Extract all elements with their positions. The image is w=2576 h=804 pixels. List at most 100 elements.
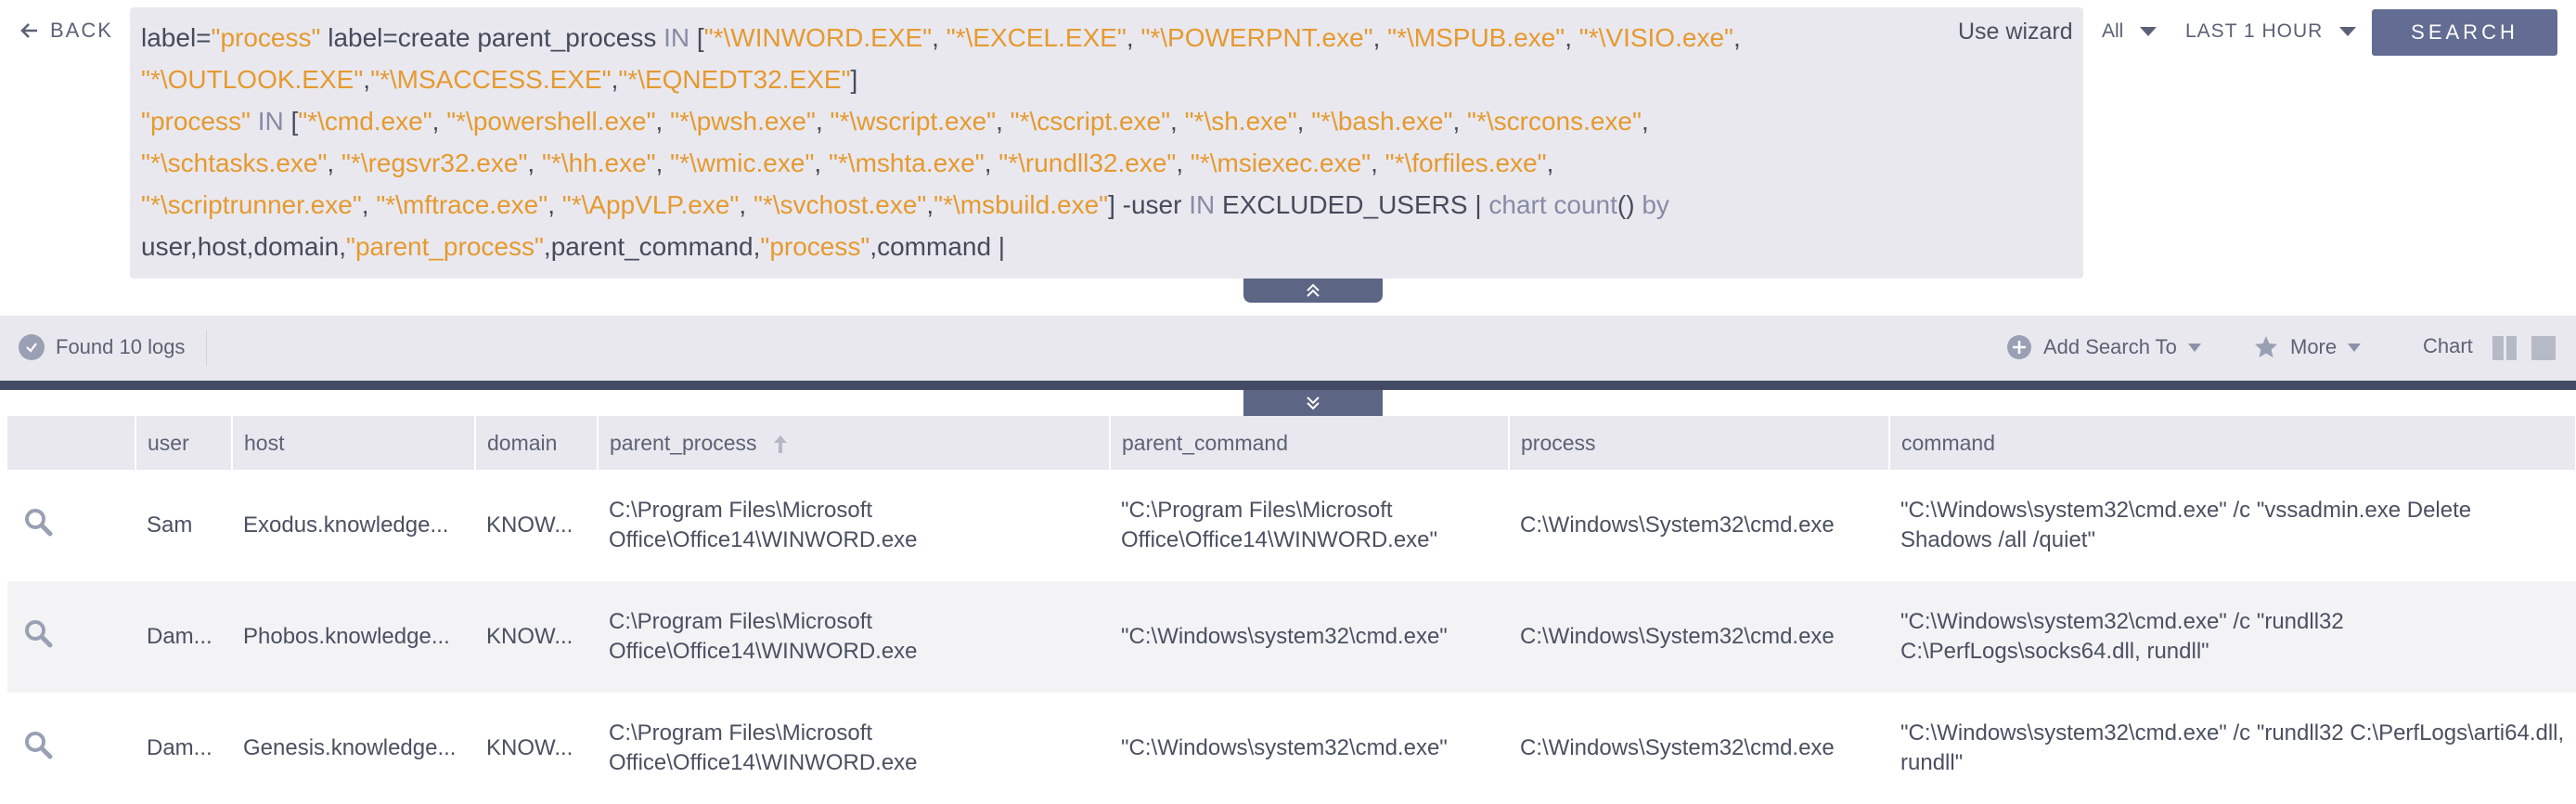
column-header-domain[interactable]: domain — [475, 416, 599, 470]
query-string-token: "*\MSACCESS.EXE" — [370, 65, 612, 94]
expand-results-button[interactable] — [1243, 390, 1383, 416]
query-plain-token: , — [431, 107, 447, 136]
column-header-command[interactable]: command — [1889, 416, 2576, 470]
more-dropdown[interactable]: More — [2253, 334, 2362, 360]
add-search-to-dropdown[interactable]: Add Search To — [2006, 334, 2201, 360]
cell-process: C:\Windows\System32\cmd.exe — [1520, 735, 1835, 760]
sort-ascending-icon[interactable] — [772, 434, 789, 454]
column-header-actions — [7, 416, 136, 470]
query-plain-token: , — [655, 149, 671, 177]
query-plain-token: ] — [850, 65, 858, 94]
double-chevron-down-icon — [1307, 396, 1320, 410]
cell-parent-command: "C:\Windows\system32\cmd.exe" — [1121, 735, 1448, 760]
search-button[interactable]: SEARCH — [2372, 9, 2557, 56]
check-circle-icon — [19, 334, 45, 360]
back-button[interactable]: BACK — [20, 19, 113, 43]
add-search-to-label: Add Search To — [2043, 335, 2177, 358]
query-plain-token: , — [1371, 149, 1385, 177]
row-action-cell — [7, 470, 135, 581]
query-plain-token: , — [815, 107, 831, 136]
query-plain-token: , — [1296, 107, 1312, 136]
search-icon[interactable] — [22, 506, 54, 538]
row-action-cell — [7, 693, 135, 804]
cell-process: C:\Windows\System32\cmd.exe — [1520, 624, 1835, 649]
cell-user: Sam — [147, 512, 193, 538]
search-icon[interactable] — [22, 729, 54, 760]
query-keyword-token: IN — [663, 23, 690, 52]
query-string-token: "*\bash.exe" — [1311, 107, 1453, 136]
caret-down-icon — [2339, 27, 2357, 36]
back-label: BACK — [50, 19, 113, 42]
query-plain-token: label= — [141, 23, 212, 52]
query-string-token: "*\msbuild.exe" — [934, 190, 1109, 219]
query-editor[interactable]: label="process" label=create parent_proc… — [130, 7, 2083, 279]
query-string-token: "*\scriptrunner.exe" — [141, 190, 362, 219]
query-string-token: "process" — [211, 23, 321, 52]
cell-parent-command: "C:\Windows\system32\cmd.exe" — [1121, 624, 1448, 649]
query-plain-token: , — [739, 190, 753, 219]
query-string-token: "*\pwsh.exe" — [670, 107, 816, 136]
caret-down-icon — [2140, 27, 2157, 36]
query-plain-token: label=create parent_process — [320, 23, 664, 52]
query-plain-token: , — [1126, 23, 1141, 52]
query-keyword-token: chart count — [1488, 190, 1617, 219]
query-plain-token: , — [1176, 149, 1191, 177]
found-status: Found 10 logs — [19, 334, 185, 360]
split-view-icon[interactable] — [2492, 336, 2517, 360]
cell-host: Genesis.knowledge... — [243, 735, 457, 760]
row-action-cell — [7, 581, 135, 693]
query-plain-token: user,host,domain, — [141, 232, 347, 261]
query-plain-token: () — [1616, 190, 1642, 219]
table-row[interactable]: Dam...Genesis.knowledge...KNOW...C:\Prog… — [7, 693, 2576, 804]
collapse-query-button[interactable] — [1243, 279, 1383, 303]
query-line: label="process" label=create parent_proc… — [141, 17, 2072, 58]
query-string-token: "*\VISIO.exe" — [1578, 23, 1733, 52]
query-plain-token: , — [1170, 107, 1185, 136]
query-string-token: "*\cscript.exe" — [1010, 107, 1171, 136]
caret-down-icon — [2187, 343, 2201, 352]
column-header-host[interactable]: host — [232, 416, 476, 470]
query-plain-token: [ — [283, 107, 299, 136]
table-row[interactable]: Dam...Phobos.knowledge...KNOW...C:\Progr… — [7, 581, 2576, 693]
cell-parent-process: C:\Program Files\Microsoft Office\Office… — [609, 498, 918, 552]
query-keyword-token: by — [1642, 190, 1669, 219]
column-header-process[interactable]: process — [1509, 416, 1890, 470]
query-plain-token: , — [932, 23, 947, 52]
star-icon — [2255, 336, 2277, 357]
query-plain-token: , — [547, 190, 562, 219]
column-header-parent-process[interactable]: parent_process — [598, 416, 1111, 470]
cell-parent-process: C:\Program Files\Microsoft Office\Office… — [609, 609, 918, 664]
cell-user: Dam... — [147, 624, 213, 649]
double-chevron-up-icon — [1307, 283, 1320, 297]
chart-toggle[interactable]: Chart — [2423, 334, 2473, 358]
query-plain-token: , — [361, 190, 377, 219]
pane-divider[interactable] — [0, 381, 2576, 390]
full-view-icon[interactable] — [2531, 336, 2556, 360]
query-plain-token: , — [1565, 23, 1579, 52]
query-string-token: "*\wscript.exe" — [830, 107, 997, 136]
column-header-user[interactable]: user — [135, 416, 233, 470]
query-string-token: "*\regsvr32.exe" — [341, 149, 528, 177]
query-string-token: "*\AppVLP.exe" — [561, 190, 740, 219]
query-string-token: "*\schtasks.exe" — [141, 149, 328, 177]
search-icon[interactable] — [22, 617, 54, 649]
query-string-token: "*\mshta.exe" — [828, 149, 985, 177]
query-plain-token: , — [611, 65, 619, 94]
plus-circle-icon — [2007, 335, 2031, 359]
query-string-token: "*\scrcons.exe" — [1467, 107, 1642, 136]
query-plain-token: , — [1641, 107, 1649, 136]
repo-filter-value: All — [2102, 20, 2124, 42]
time-range-dropdown[interactable]: LAST 1 HOUR — [2185, 20, 2357, 43]
query-keyword-token: IN — [257, 107, 284, 136]
query-string-token: "*\EXCEL.EXE" — [946, 23, 1127, 52]
query-string-token: "*\forfiles.exe" — [1385, 149, 1547, 177]
query-string-token: "*\wmic.exe" — [670, 149, 815, 177]
column-header-parent-command[interactable]: parent_command — [1110, 416, 1510, 470]
results-toolbar: Found 10 logs Add Search To More Chart — [0, 316, 2576, 381]
repo-filter-dropdown[interactable]: All — [2102, 20, 2157, 43]
query-plain-token: EXCLUDED_USERS | — [1215, 190, 1489, 219]
arrow-left-icon — [20, 23, 37, 38]
results-table: user host domain parent_process parent_c… — [7, 416, 2576, 804]
use-wizard-link[interactable]: Use wizard — [1958, 19, 2073, 45]
